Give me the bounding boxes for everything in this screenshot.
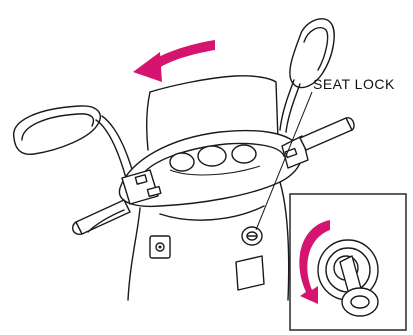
key-turn-arrow [299,220,330,304]
front-body [127,181,290,301]
right-grip [281,117,355,169]
gauge-right [231,144,257,164]
left-grip [71,169,162,235]
key-icon [339,255,379,317]
callout-leader [255,91,313,231]
handlebar-body [118,129,303,208]
seat-lock-keyhole [241,226,263,246]
seat-lock-label: SEAT LOCK [313,76,395,92]
right-mirror [279,18,335,133]
gauge-left [169,152,195,172]
left-mirror [13,105,135,179]
turn-left-arrow [133,40,215,82]
windscreen [149,75,279,141]
inset-box [289,193,407,331]
gauge-center [197,145,227,167]
